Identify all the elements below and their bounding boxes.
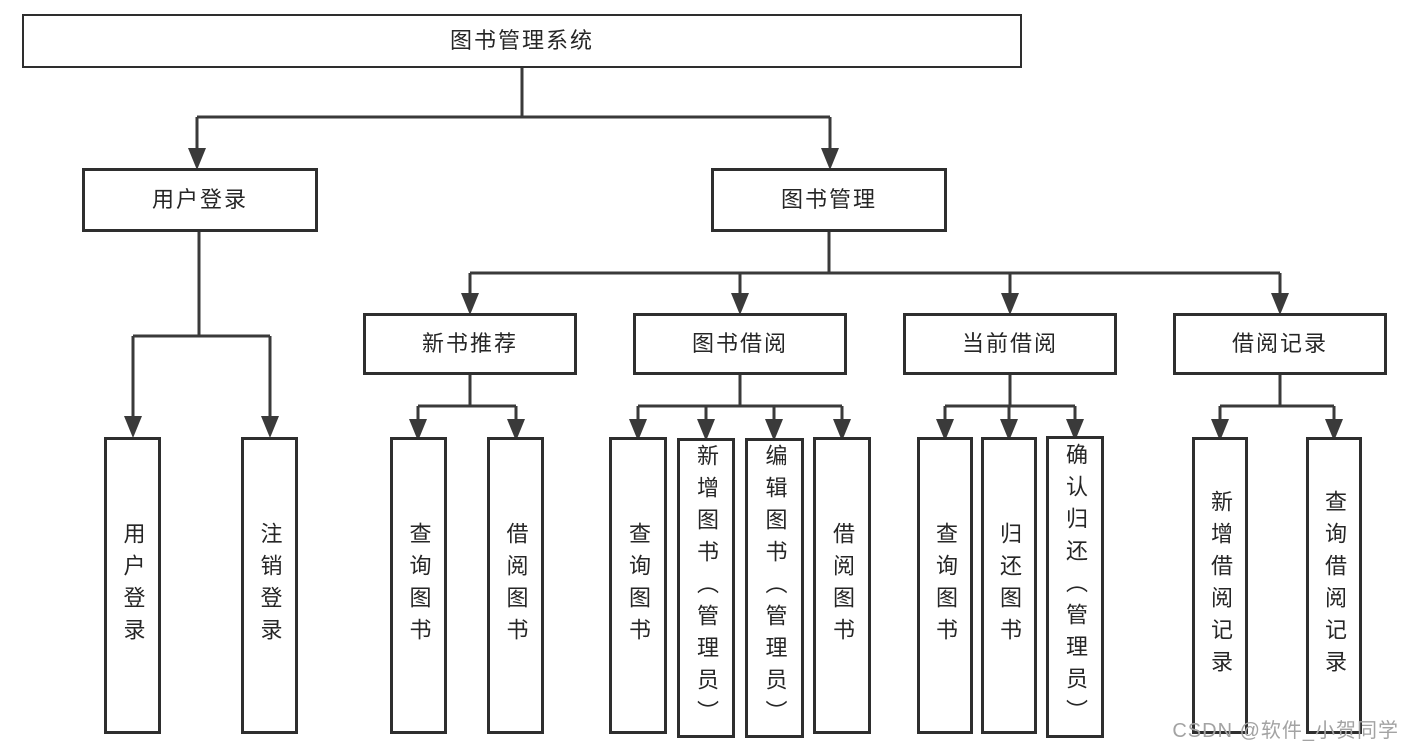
edge-root-to-branches — [188, 68, 839, 170]
node-book-borrowing: 图书借阅 — [633, 313, 847, 375]
leaf-borrow-books-recommend: 借阅图书 — [487, 437, 544, 734]
node-label: 借阅图书 — [503, 521, 529, 650]
node-user-login: 用户登录 — [82, 168, 318, 232]
node-current-borrowing: 当前借阅 — [903, 313, 1117, 375]
node-label: 用户登录 — [151, 187, 248, 212]
node-label: 借阅图书 — [830, 521, 855, 650]
node-label: 查询借阅记录 — [1322, 489, 1347, 682]
node-label: 查询图书 — [933, 521, 958, 650]
node-label: 确认归还（管理员） — [1063, 443, 1088, 731]
leaf-borrow-books-borrowing: 借阅图书 — [813, 437, 871, 734]
node-label: 查询图书 — [626, 521, 651, 650]
leaf-add-borrow-record: 新增借阅记录 — [1192, 437, 1248, 734]
edge-book-borrowing-to-children — [629, 375, 851, 441]
edge-user-login-to-children — [124, 232, 279, 438]
node-label: 借阅记录 — [1231, 331, 1328, 356]
node-label: 归还图书 — [997, 521, 1022, 650]
edge-borrowing-records-to-children — [1211, 375, 1343, 441]
node-label: 注销登录 — [257, 521, 283, 650]
node-borrowing-records: 借阅记录 — [1173, 313, 1387, 375]
leaf-return-books: 归还图书 — [981, 437, 1037, 734]
leaf-query-books-current: 查询图书 — [917, 437, 973, 734]
node-label: 编辑图书（管理员） — [762, 444, 788, 732]
node-label: 图书管理系统 — [449, 28, 594, 53]
node-label: 新增图书（管理员） — [694, 444, 719, 732]
node-book-management: 图书管理 — [711, 168, 947, 232]
leaf-query-borrow-record: 查询借阅记录 — [1306, 437, 1362, 734]
leaf-query-books-borrowing: 查询图书 — [609, 437, 667, 734]
node-label: 查询图书 — [406, 521, 432, 650]
node-label: 当前借阅 — [961, 331, 1058, 356]
node-new-book-recommendation: 新书推荐 — [363, 313, 577, 375]
node-label: 图书借阅 — [691, 331, 788, 356]
leaf-user-login: 用户登录 — [104, 437, 161, 734]
node-library-management-system: 图书管理系统 — [22, 14, 1022, 68]
leaf-query-books-recommend: 查询图书 — [390, 437, 447, 734]
edge-current-borrowing-to-children — [936, 375, 1084, 441]
edge-book-management-to-children — [461, 232, 1289, 315]
node-label: 图书管理 — [780, 187, 877, 212]
leaf-edit-books-admin: 编辑图书（管理员） — [745, 438, 804, 738]
csdn-watermark: CSDN @软件_小贺同学 — [1172, 720, 1399, 742]
edge-new-book-recommendation-to-children — [409, 375, 525, 441]
node-label: 新增借阅记录 — [1208, 489, 1233, 682]
leaf-confirm-return-admin: 确认归还（管理员） — [1046, 436, 1104, 738]
node-label: 用户登录 — [120, 521, 146, 650]
leaf-add-books-admin: 新增图书（管理员） — [677, 438, 735, 738]
node-label: 新书推荐 — [421, 331, 518, 356]
leaf-logout: 注销登录 — [241, 437, 298, 734]
